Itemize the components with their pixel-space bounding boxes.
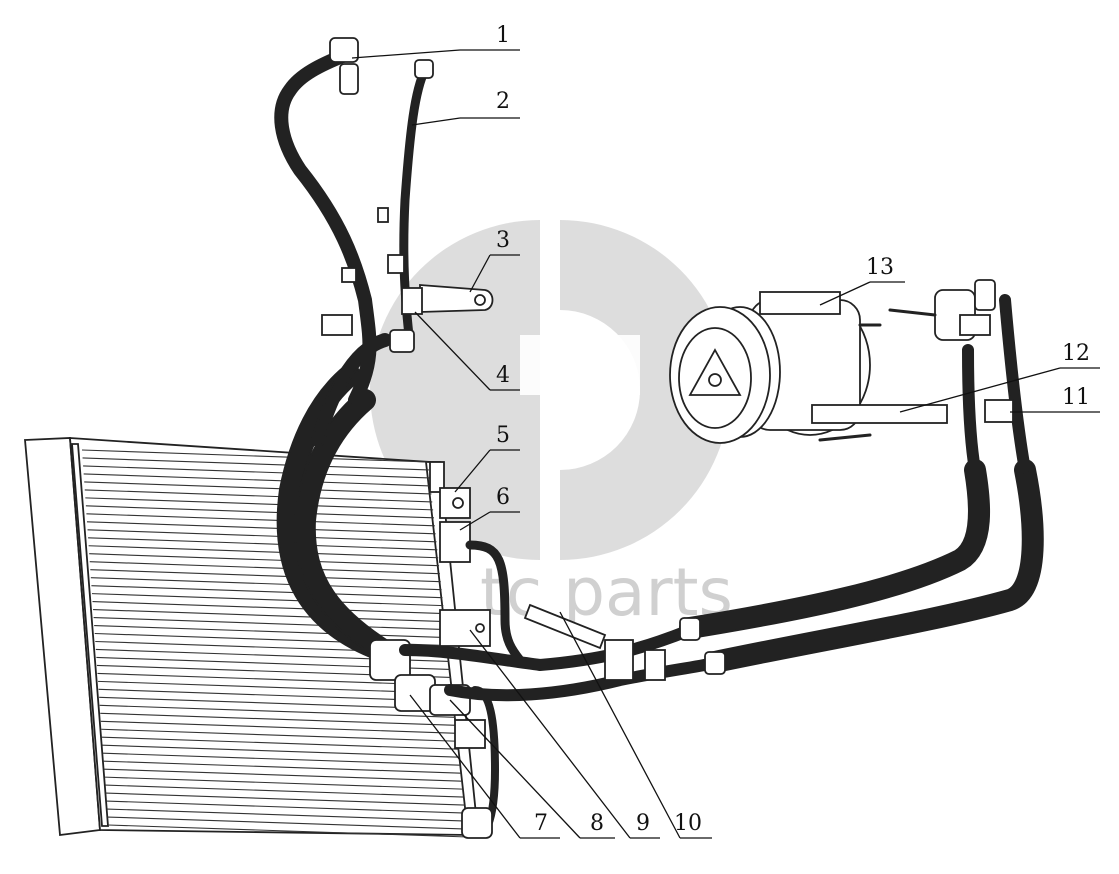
condenser-fin <box>104 776 463 790</box>
condenser-fin <box>92 601 445 615</box>
condenser-fin <box>104 768 463 782</box>
callout-3: 3 <box>496 228 510 253</box>
condenser-fin <box>90 577 442 591</box>
condenser-fin <box>105 784 464 798</box>
callout-11: 11 <box>1062 385 1090 410</box>
long-lines <box>399 294 1044 702</box>
condenser-fin <box>106 808 467 822</box>
condenser-fin <box>106 800 466 814</box>
condenser-fin <box>99 704 456 718</box>
condenser-fin <box>89 553 440 567</box>
condenser-fin <box>102 744 460 758</box>
condenser-fin <box>91 585 443 599</box>
left-hoses <box>276 333 411 671</box>
right-fittings <box>888 279 1014 423</box>
condenser-fin <box>82 457 429 471</box>
condenser-fin <box>105 792 465 806</box>
condenser-fin <box>83 465 430 479</box>
condenser-fin <box>86 513 435 527</box>
callout-9: 9 <box>636 811 650 836</box>
condenser-fin <box>85 505 434 519</box>
condenser-fin <box>107 816 468 830</box>
condenser-fin <box>84 481 432 495</box>
condenser-fin <box>101 736 459 750</box>
condenser-fin <box>86 521 436 535</box>
callout-12: 12 <box>1062 341 1090 366</box>
condenser-fin <box>88 537 438 551</box>
callout-5: 5 <box>496 423 510 448</box>
callout-13: 13 <box>866 255 894 280</box>
condenser-fin <box>89 561 440 575</box>
callouts: 1 2 3 4 5 6 7 8 9 10 11 12 13 <box>351 23 1100 839</box>
callout-1: 1 <box>496 23 510 48</box>
condenser-fin <box>84 489 433 503</box>
callout-6: 6 <box>496 485 510 510</box>
condenser-fin <box>97 672 452 686</box>
condenser-fin <box>83 473 431 487</box>
condenser-fin <box>100 712 457 726</box>
condenser-fin <box>81 449 429 463</box>
condenser-fin <box>91 593 444 607</box>
upper-pipes <box>274 37 434 407</box>
condenser-fin <box>93 617 446 631</box>
condenser-fin <box>93 609 446 623</box>
callout-4: 4 <box>496 363 510 388</box>
condenser-fin <box>94 624 447 639</box>
condenser-fin <box>100 720 457 734</box>
callout-8: 8 <box>590 811 604 836</box>
callout-2: 2 <box>496 89 510 114</box>
callout-10: 10 <box>674 811 702 836</box>
condenser <box>24 437 479 838</box>
condenser-fin <box>101 728 458 742</box>
condenser-fin <box>103 752 461 766</box>
compressor <box>669 291 948 444</box>
condenser-fin <box>87 529 437 543</box>
condenser-fin <box>90 569 441 583</box>
callout-7: 7 <box>534 811 548 836</box>
bracket-3 <box>401 284 494 315</box>
condenser-fin <box>107 824 469 838</box>
condenser-fin <box>98 680 453 694</box>
condenser-fin <box>85 497 434 511</box>
condenser-fin <box>103 760 462 774</box>
condenser-fin <box>88 545 439 559</box>
